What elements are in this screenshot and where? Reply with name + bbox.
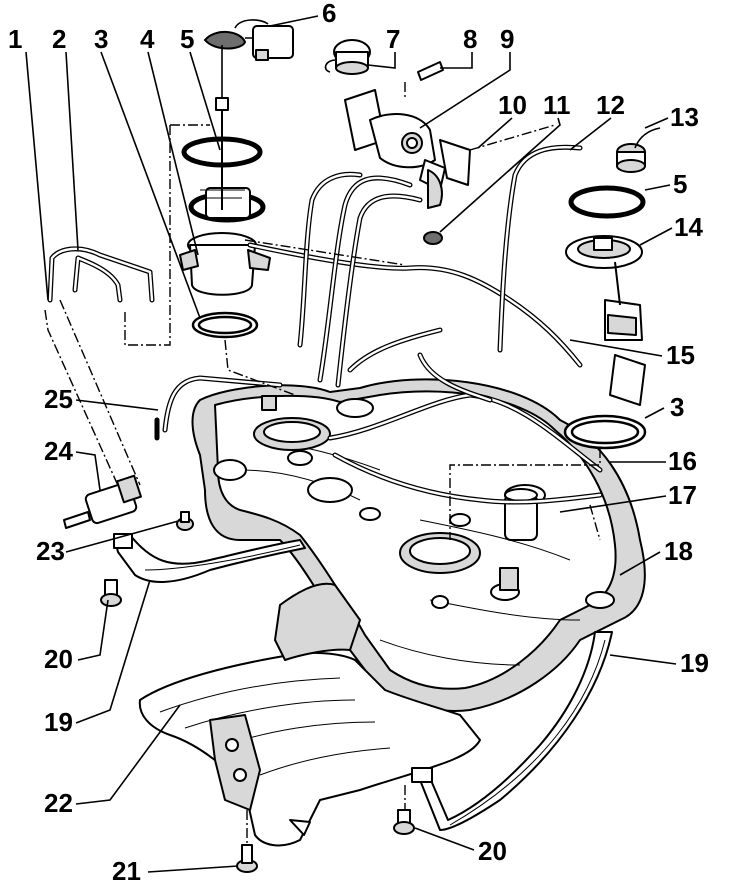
callout-9: 9 (500, 24, 514, 54)
callout-19-left: 19 (44, 707, 73, 737)
callout-10: 10 (498, 90, 527, 120)
callout-18: 18 (664, 536, 693, 566)
callout-16: 16 (668, 446, 697, 476)
callout-15: 15 (666, 340, 695, 370)
callout-3b: 3 (670, 392, 684, 422)
tank-strap-left (113, 533, 306, 583)
callout-22: 22 (44, 788, 73, 818)
callout-2: 2 (52, 24, 66, 54)
callout-11: 11 (543, 90, 571, 120)
fuel-filter (63, 474, 142, 529)
grommet-11 (423, 231, 443, 245)
screw-8 (417, 61, 444, 81)
filler-neck (344, 89, 471, 209)
fuel-tank (191, 378, 646, 712)
callout-1: 1 (8, 24, 22, 54)
callout-3: 3 (94, 24, 108, 54)
callout-7: 7 (386, 24, 400, 54)
callout-5b: 5 (673, 169, 687, 199)
callout-25: 25 (44, 384, 73, 414)
callout-labels: 1 2 3 4 5 6 7 8 9 10 11 12 13 5 14 15 3 … (8, 0, 709, 882)
bolt-20-left (100, 579, 122, 607)
heat-shield (138, 582, 481, 847)
callout-8: 8 (463, 24, 477, 54)
bolt-20-right (393, 809, 415, 835)
bolt-21 (236, 844, 258, 873)
callout-23: 23 (36, 536, 65, 566)
tank-strap-right (411, 631, 613, 831)
callout-12: 12 (596, 90, 625, 120)
callout-21: 21 (112, 856, 141, 882)
fuel-lines (47, 144, 603, 505)
callout-4: 4 (140, 24, 155, 54)
callout-19-right: 19 (680, 648, 709, 678)
leader-lines (25, 15, 677, 873)
callout-6: 6 (322, 0, 336, 28)
callout-5: 5 (180, 24, 194, 54)
callout-14: 14 (674, 212, 703, 242)
callout-24: 24 (44, 436, 73, 466)
callout-20-right: 20 (478, 836, 507, 866)
callout-17: 17 (668, 480, 697, 510)
fuel-pump-assembly-right (563, 127, 661, 450)
sender-connector (203, 19, 294, 98)
callout-13: 13 (670, 102, 699, 132)
callout-20-left: 20 (44, 644, 73, 674)
fuel-pump-assembly-left (179, 97, 271, 339)
filler-cap (324, 39, 371, 75)
